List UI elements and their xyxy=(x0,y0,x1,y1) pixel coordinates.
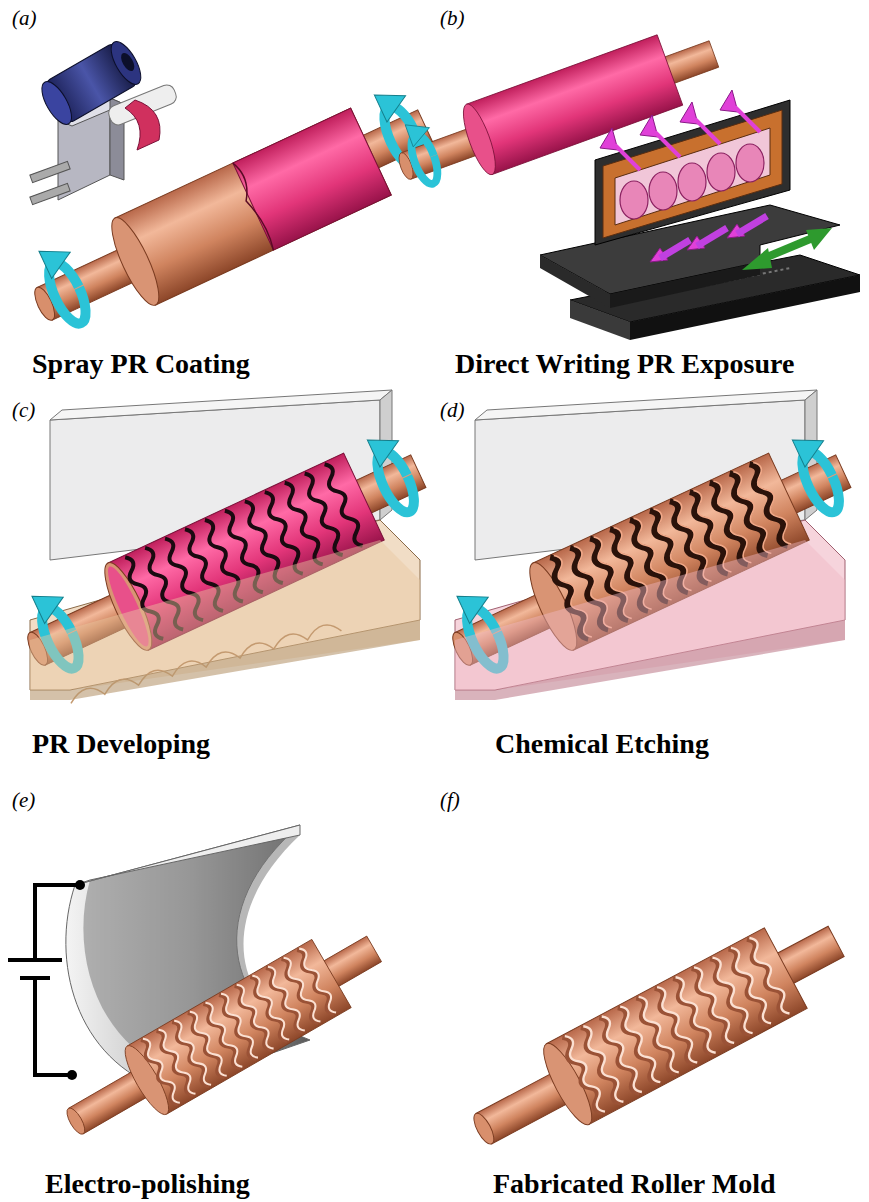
photoresist-coating xyxy=(233,108,391,250)
panel-caption: Chemical Etching xyxy=(495,728,709,760)
panel-letter: (d) xyxy=(440,398,465,423)
direct-writing-illustration xyxy=(388,17,860,340)
panel-letter: (c) xyxy=(12,398,35,423)
power-supply-symbol xyxy=(8,885,80,1075)
panel-caption: Fabricated Roller Mold xyxy=(493,1168,776,1200)
exposure-arrows xyxy=(600,90,767,262)
panel-letter: (a) xyxy=(12,6,37,31)
fabricated-roller-illustration xyxy=(457,901,858,1172)
panel-caption: Spray PR Coating xyxy=(32,348,250,380)
rotation-arrow xyxy=(788,428,853,517)
stage-motion-arrow xyxy=(742,228,832,270)
panel-caption: Direct Writing PR Exposure xyxy=(455,348,794,380)
panel-letter: (e) xyxy=(12,788,35,813)
developing-illustration xyxy=(10,390,438,703)
spray-coating-illustration xyxy=(17,37,445,350)
panel-letter: (f) xyxy=(440,788,460,813)
rotation-arrow xyxy=(363,428,428,517)
electropolishing-illustration xyxy=(8,825,394,1158)
rotation-arrow xyxy=(402,117,448,187)
roller-mold xyxy=(535,928,807,1130)
etching-illustration xyxy=(435,390,863,700)
rotation-arrow xyxy=(34,239,99,328)
panel-caption: PR Developing xyxy=(32,728,210,760)
panel-caption: Electro-polishing xyxy=(45,1168,250,1200)
spray-gun xyxy=(30,37,179,204)
panel-letter: (b) xyxy=(440,6,465,31)
